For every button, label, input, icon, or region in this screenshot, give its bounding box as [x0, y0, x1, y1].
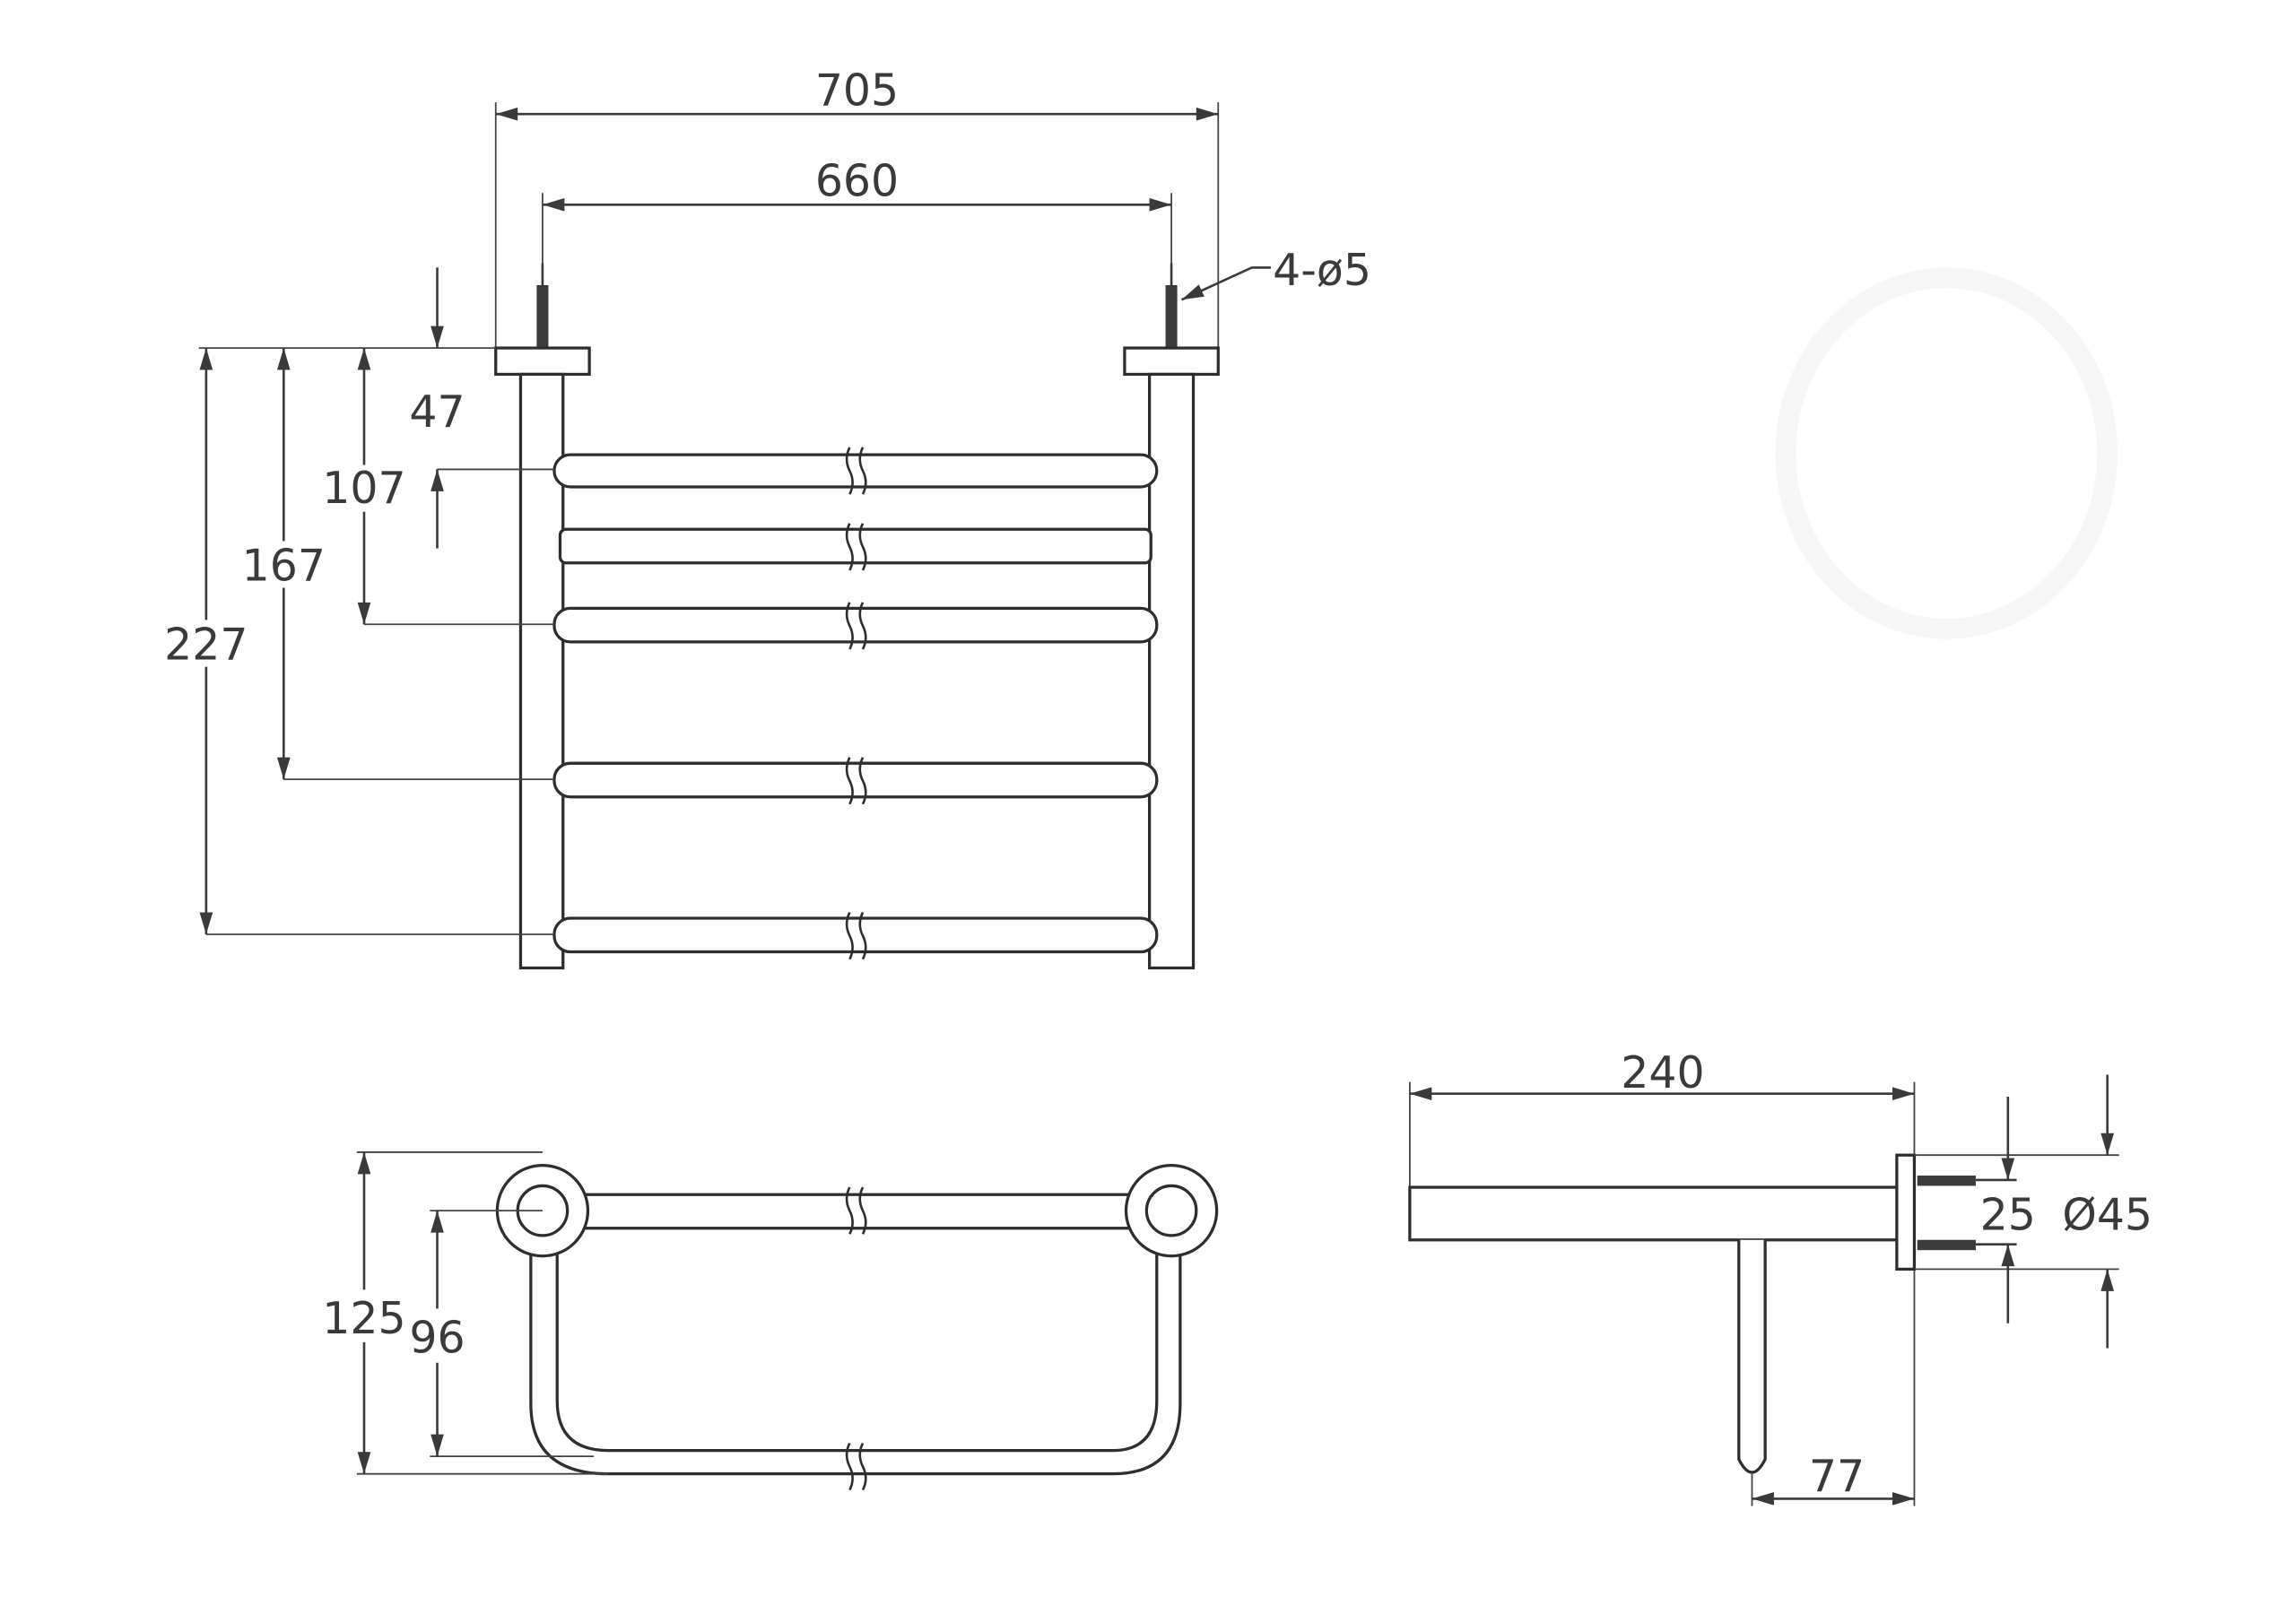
side-view: 240 77 25 Ø45: [1408, 1047, 2152, 1506]
screw-lower: [1917, 1239, 1976, 1251]
watermark: [1775, 267, 2118, 639]
dim-depth-96: 96: [409, 1312, 465, 1363]
screw-upper: [1917, 1176, 1976, 1186]
dim-mounting-centers: 660: [815, 156, 899, 207]
u-frame: [529, 1227, 1182, 1476]
dim-bar-offset-47: 47: [409, 386, 465, 438]
dim-overall-width: 705: [815, 65, 899, 116]
dim-projection-240: 240: [1621, 1047, 1704, 1098]
flange-right: [1123, 346, 1220, 377]
screw-left: [536, 263, 549, 349]
screw-leader: [1180, 266, 1271, 301]
screw-spec-label: 4-ø5: [1273, 245, 1371, 296]
arm: [1408, 1185, 1900, 1242]
dim-bar-offset-107: 107: [322, 463, 405, 514]
top-view: 125 96: [322, 1151, 1219, 1491]
dim-depth-125: 125: [322, 1293, 405, 1344]
hanger-rod: [1737, 1239, 1767, 1474]
screw-right: [1165, 263, 1178, 349]
dim-bar-offset-227: 227: [164, 619, 248, 670]
bars: [552, 447, 1159, 960]
dim-bar-offset-167: 167: [242, 540, 326, 591]
dim-hanger-offset-77: 77: [1809, 1451, 1865, 1502]
dim-flange-diameter-45: Ø45: [2062, 1189, 2152, 1240]
bar-5: [552, 916, 1159, 954]
dim-screw-spacing-25: 25: [1980, 1189, 2036, 1240]
bar-2: [558, 527, 1152, 565]
top-bar: [541, 1193, 1173, 1230]
bar-4: [552, 761, 1159, 799]
wall-flange: [1895, 1153, 1917, 1271]
bar-3: [552, 606, 1159, 644]
bar-1: [552, 453, 1159, 489]
front-view: 705 660 4-ø5: [164, 65, 1371, 970]
flange-left: [494, 346, 591, 377]
